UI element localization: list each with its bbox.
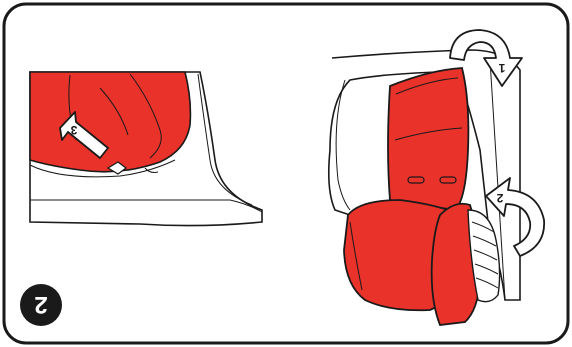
arrow-3-label: 3 bbox=[70, 123, 77, 137]
arrow-2-label: 2 bbox=[496, 191, 503, 205]
step-badge: 2 bbox=[20, 284, 62, 326]
arrow-1-label: 1 bbox=[498, 61, 505, 75]
harness-slot-right bbox=[440, 177, 456, 183]
harness-pad-red bbox=[30, 72, 190, 172]
step-badge-number: 2 bbox=[34, 291, 47, 318]
harness-slot-left bbox=[408, 177, 424, 183]
